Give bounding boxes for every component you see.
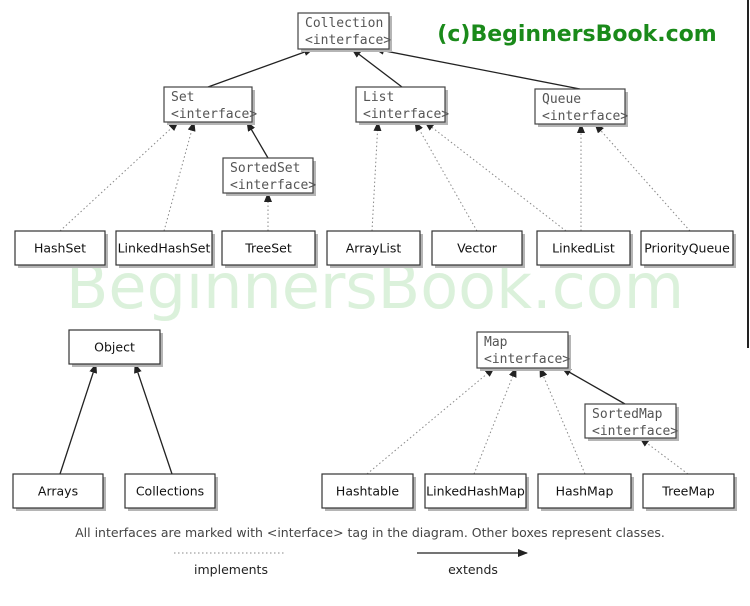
node-box	[124, 473, 216, 509]
edge-treemap-sortedmap-implements	[639, 437, 689, 475]
node-map: Map <interface>	[476, 331, 571, 371]
node-name: LinkedHashSet	[118, 241, 211, 256]
node-box	[424, 473, 527, 509]
node-hashmap: HashMap	[537, 473, 634, 511]
edge-arraylist-list-implements	[371, 121, 382, 232]
node-name: HashMap	[556, 484, 614, 499]
node-treeset: TreeSet	[221, 230, 318, 268]
edge-set-collection-extends	[207, 48, 314, 88]
node-priorityqueue: PriorityQueue	[640, 230, 736, 268]
node-box	[431, 230, 523, 266]
node-queue: Queue <interface>	[534, 88, 628, 127]
legend-implements-label: implements	[194, 562, 268, 577]
node-interface-tag: <interface>	[230, 178, 316, 193]
node-box	[537, 473, 632, 509]
edge-sortedset-set-extends	[246, 121, 269, 159]
edge-sortedmap-map-extends	[561, 367, 626, 405]
node-box	[326, 230, 421, 266]
node-box	[642, 473, 735, 509]
node-interface-tag: <interface>	[484, 352, 570, 367]
node-box	[476, 331, 569, 369]
node-arrays: Arrays	[12, 473, 106, 511]
node-box	[534, 88, 626, 125]
node-name: TreeSet	[244, 241, 292, 256]
node-name: LinkedHashMap	[426, 484, 525, 499]
edge-arrays-object-extends	[59, 363, 98, 475]
node-box	[536, 230, 631, 266]
node-hashtable: Hashtable	[321, 473, 416, 511]
node-linkedhashset: LinkedHashSet	[115, 230, 215, 268]
footnote: All interfaces are marked with <interfac…	[75, 525, 665, 540]
node-hashset: HashSet	[14, 230, 108, 268]
node-arraylist: ArrayList	[326, 230, 423, 268]
node-box	[12, 473, 104, 509]
node-interface-tag: <interface>	[305, 33, 391, 48]
node-name: TreeMap	[661, 484, 714, 499]
node-box	[221, 230, 316, 266]
node-box	[14, 230, 106, 266]
node-interface-tag: <interface>	[542, 109, 628, 124]
node-name: SortedMap	[592, 407, 663, 422]
node-sortedset: SortedSet <interface>	[222, 157, 316, 196]
node-box	[584, 403, 677, 439]
node-name: HashSet	[34, 241, 86, 256]
node-name: Map	[484, 335, 508, 350]
node-name: Queue	[542, 92, 581, 107]
nodes-layer: Collection <interface> Set <interface> List <…	[12, 12, 737, 511]
edge-hashmap-map-implements	[539, 367, 586, 475]
edge-linkedhashset-set-implements	[163, 121, 196, 232]
edge-hashtable-map-implements	[366, 367, 495, 475]
node-name: Collections	[136, 484, 204, 499]
node-name: Arrays	[38, 484, 78, 499]
edge-collections-object-extends	[134, 363, 173, 475]
node-sortedmap: SortedMap <interface>	[584, 403, 679, 441]
node-collection: Collection <interface>	[297, 12, 392, 52]
node-name: PriorityQueue	[644, 241, 730, 256]
node-collections: Collections	[124, 473, 218, 511]
node-box	[640, 230, 734, 266]
edge-list-collection-extends	[351, 48, 403, 88]
node-treemap: TreeMap	[642, 473, 737, 511]
edge-priorityqueue-queue-implements	[594, 123, 691, 232]
node-interface-tag: <interface>	[363, 107, 449, 122]
edge-linkedlist-list-implements	[424, 121, 567, 232]
node-box	[297, 12, 390, 50]
legend-extends-label: extends	[448, 562, 498, 577]
node-box	[115, 230, 213, 266]
node-list: List <interface>	[355, 86, 449, 125]
node-name: ArrayList	[346, 241, 402, 256]
node-box	[321, 473, 414, 509]
edge-vector-list-implements	[414, 121, 478, 232]
node-name: SortedSet	[230, 161, 300, 176]
edges-layer	[59, 46, 691, 475]
node-vector: Vector	[431, 230, 525, 268]
edge-hashset-set-implements	[59, 121, 179, 232]
node-name: Collection	[305, 16, 383, 31]
node-box	[355, 86, 446, 123]
node-object: Object	[68, 329, 163, 367]
node-linkedhashmap: LinkedHashMap	[424, 473, 529, 511]
node-name: Hashtable	[336, 484, 399, 499]
edge-queue-collection-extends	[374, 46, 581, 90]
node-box	[222, 157, 314, 194]
node-name: LinkedList	[552, 241, 615, 256]
node-linkedlist: LinkedList	[536, 230, 633, 268]
node-name: Set	[171, 90, 194, 105]
node-interface-tag: <interface>	[592, 424, 678, 439]
node-interface-tag: <interface>	[171, 107, 257, 122]
copyright-label: (c)BeginnersBook.com	[437, 22, 716, 47]
node-set: Set <interface>	[163, 86, 257, 125]
node-name: Vector	[457, 241, 498, 256]
edge-linkedhashmap-map-implements	[473, 367, 517, 475]
node-name: Object	[94, 340, 135, 355]
node-box	[68, 329, 161, 365]
node-box	[163, 86, 253, 123]
node-name: List	[363, 90, 394, 105]
